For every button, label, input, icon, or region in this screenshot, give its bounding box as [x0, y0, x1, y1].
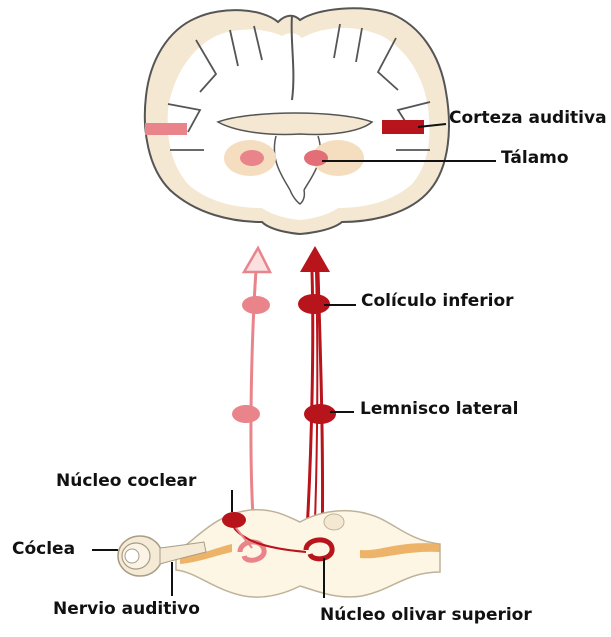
left-medial-geniculate — [240, 150, 264, 166]
right-auditory-cortex — [382, 120, 424, 134]
left-colliculus — [242, 296, 270, 314]
cochlear-nucleus — [222, 512, 246, 528]
thalamus-label: Tálamo — [501, 150, 569, 167]
auditory-nerve-label: Nervio auditivo — [53, 601, 200, 618]
left-lemniscus — [232, 405, 260, 423]
superior-olivary-nucleus-label: Núcleo olivar superior — [320, 607, 532, 624]
dark-pathway — [298, 246, 336, 548]
cochlear-nucleus-label: Núcleo coclear — [56, 473, 196, 490]
right-lemniscus — [304, 404, 336, 424]
lateral-lemniscus-label: Lemnisco lateral — [360, 401, 518, 418]
brainstem — [118, 510, 440, 597]
cochlea-label: Cóclea — [12, 541, 75, 558]
auditory-cortex-label: Corteza auditiva — [449, 110, 607, 127]
left-auditory-cortex — [145, 123, 187, 135]
right-medial-geniculate — [304, 150, 328, 166]
light-arrow-head — [244, 248, 270, 272]
light-pathway — [232, 248, 270, 532]
brain-section — [145, 8, 449, 234]
dark-arrow-head — [300, 246, 330, 272]
inferior-colliculus-label: Colículo inferior — [361, 293, 514, 310]
